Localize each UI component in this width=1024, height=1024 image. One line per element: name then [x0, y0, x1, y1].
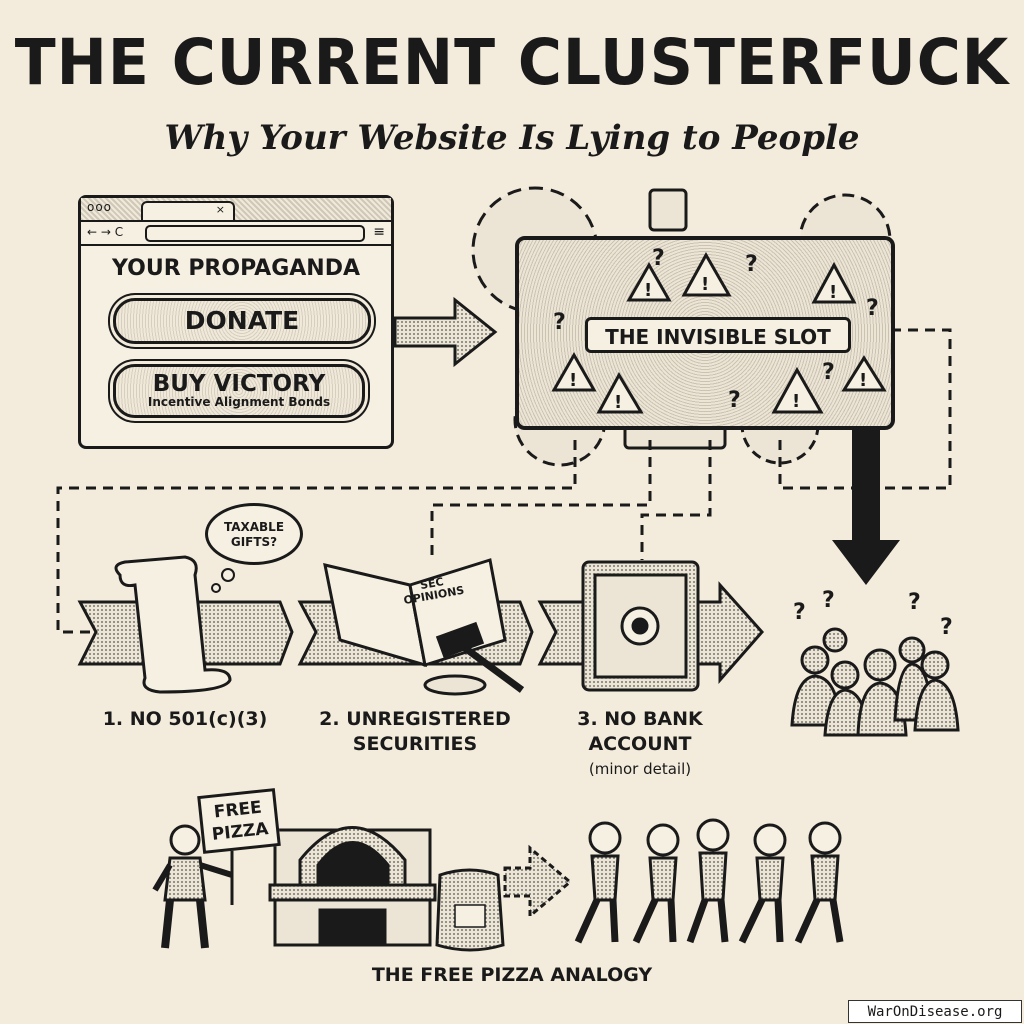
- scroll-icon: [114, 555, 232, 694]
- problem-2-line1: 2. UNREGISTERED: [319, 708, 511, 730]
- url-bar[interactable]: [145, 225, 365, 242]
- question-mark: ?: [745, 252, 758, 277]
- problem-3-note: (minor detail): [588, 760, 692, 778]
- svg-text:!: !: [829, 282, 837, 303]
- page-title: THE CURRENT CLUSTERFUCK: [14, 26, 1010, 100]
- problem-2-line2: SECURITIES: [352, 733, 478, 755]
- svg-text:!: !: [701, 274, 709, 295]
- warning-icon: [551, 251, 887, 414]
- question-mark: ?: [822, 588, 835, 613]
- svg-text:!: !: [644, 280, 652, 301]
- warning-icons: !!! !!!!: [551, 251, 887, 414]
- safe-icon: [581, 560, 700, 692]
- arrow-right-icon: [503, 844, 573, 920]
- nav-buttons-icon[interactable]: ← → C: [87, 225, 124, 239]
- problem-3-line2: ACCOUNT: [588, 733, 692, 755]
- page-subtitle: Why Your Website Is Lying to People: [164, 118, 860, 158]
- buy-victory-button[interactable]: BUY VICTORY Incentive Alignment Bonds: [113, 364, 365, 418]
- buy-victory-sublabel: Incentive Alignment Bonds: [147, 395, 331, 409]
- svg-text:!: !: [569, 370, 577, 391]
- browser-window: ooo × ← → C ≡ YOUR PROPAGANDA DONATE BUY…: [78, 195, 394, 449]
- gavel-icon: [423, 621, 525, 696]
- confused-crowd-icon: [790, 627, 960, 737]
- buy-victory-label: BUY VICTORY: [152, 371, 326, 397]
- question-mark: ?: [866, 296, 879, 321]
- browser-tab-bar: ooo ×: [81, 198, 391, 222]
- person-with-sign-icon: [152, 824, 234, 949]
- window-controls-icon[interactable]: ooo: [87, 200, 113, 214]
- question-mark: ?: [793, 600, 806, 625]
- pizza-oven-icon: [268, 826, 437, 947]
- close-icon[interactable]: ×: [215, 203, 225, 216]
- question-mark: ?: [652, 246, 665, 271]
- free-pizza-sign: FREE PIZZA: [197, 788, 281, 854]
- flour-sack-icon: [435, 868, 505, 952]
- svg-text:!: !: [614, 392, 622, 413]
- question-mark: ?: [553, 310, 566, 335]
- dashed-paths: [56, 328, 952, 634]
- question-mark: ?: [908, 590, 921, 615]
- question-mark: ?: [822, 360, 835, 385]
- propaganda-heading: YOUR PROPAGANDA: [112, 256, 360, 281]
- angry-walkers-icon: [574, 818, 844, 944]
- browser-tab[interactable]: ×: [141, 201, 235, 220]
- browser-nav-bar: ← → C ≡: [81, 222, 391, 246]
- arrow-to-machine-icon: [393, 296, 498, 368]
- question-mark: ?: [728, 388, 741, 413]
- watermark: WarOnDisease.org: [848, 1000, 1022, 1023]
- problem-2-label: 2. UNREGISTERED SECURITIES: [305, 707, 525, 757]
- arrow-down-icon: [832, 430, 900, 585]
- question-mark: ?: [940, 615, 953, 640]
- invisible-slot-label: THE INVISIBLE SLOT: [585, 317, 851, 353]
- problem-1-label: 1. NO 501(c)(3): [102, 708, 268, 730]
- problem-3-label: 3. NO BANK ACCOUNT (minor detail): [560, 707, 720, 782]
- thought-dots-icon: [211, 568, 235, 593]
- problem-3-line1: 3. NO BANK: [577, 708, 703, 730]
- thought-bubble: TAXABLE GIFTS?: [205, 503, 303, 565]
- analogy-caption: THE FREE PIZZA ANALOGY: [371, 964, 653, 986]
- donate-button[interactable]: DONATE: [113, 298, 371, 344]
- svg-text:!: !: [792, 391, 800, 412]
- menu-icon[interactable]: ≡: [373, 224, 385, 240]
- svg-text:!: !: [859, 370, 867, 391]
